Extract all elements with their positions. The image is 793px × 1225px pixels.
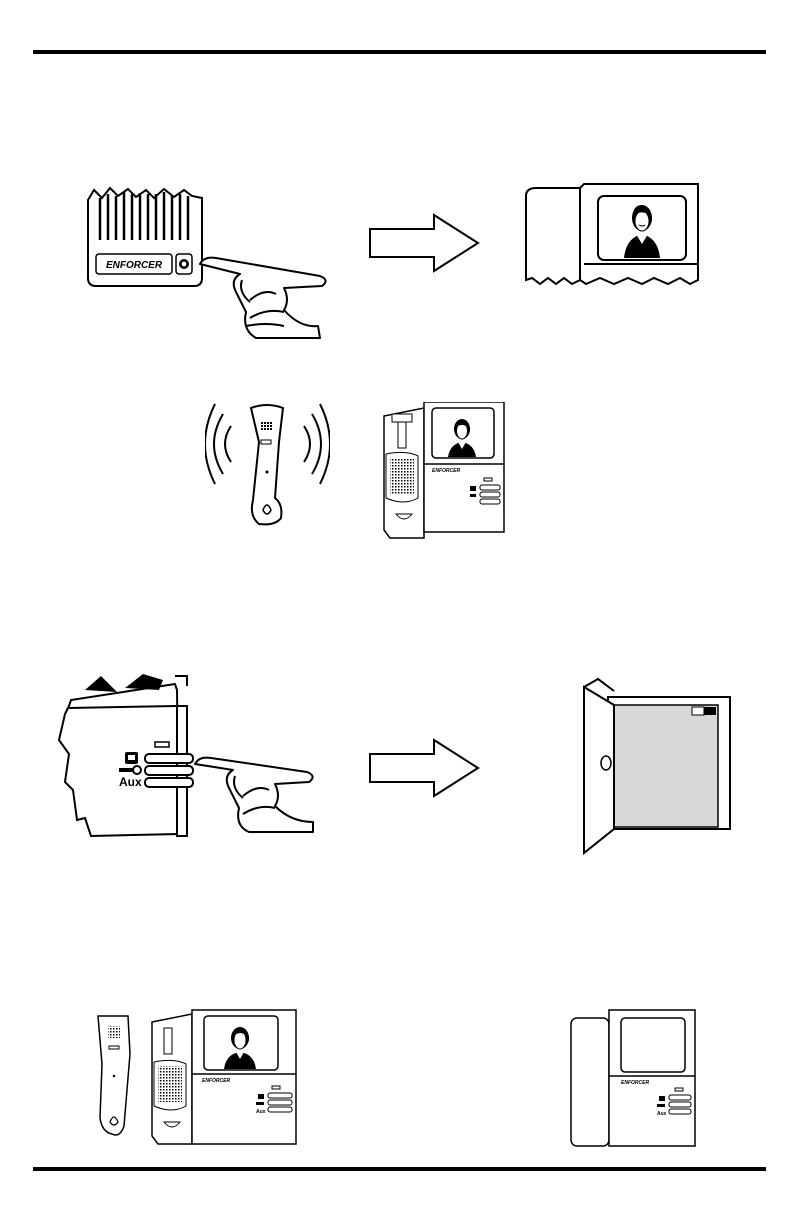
handset-icon	[125, 752, 138, 764]
right-arrow-icon	[368, 738, 480, 798]
talk-button[interactable]	[268, 1093, 292, 1098]
key-icon	[256, 1102, 264, 1105]
aux-label: Aux	[657, 1111, 667, 1117]
bottom-rule	[33, 1167, 766, 1171]
ringing-handset-icon	[205, 400, 330, 535]
talk-button[interactable]	[145, 754, 193, 763]
aux-label: Aux	[119, 775, 142, 789]
handset-icon	[258, 1094, 264, 1099]
unlock-button[interactable]	[669, 1102, 691, 1107]
panel-logo-text: ENFORCER	[106, 260, 163, 271]
handset-off-hook	[92, 1010, 142, 1140]
monitor-visitor-view	[520, 180, 710, 290]
right-arrow-icon	[368, 213, 480, 273]
talk-button[interactable]	[669, 1095, 691, 1100]
monitor-standby: ENFORCER Aux	[565, 1008, 700, 1148]
aux-button[interactable]	[480, 499, 500, 504]
pointing-hand-icon	[200, 258, 326, 338]
unlock-button[interactable]	[268, 1100, 292, 1105]
aux-button[interactable]	[145, 778, 193, 787]
top-rule	[33, 50, 766, 54]
talk-button[interactable]	[480, 485, 500, 490]
handset-icon	[659, 1096, 665, 1101]
monitor-logo-text: ENFORCER	[202, 1078, 230, 1084]
outdoor-panel-press-call: ENFORCER	[70, 180, 370, 340]
monitor-active-view: ENFORCER Aux	[148, 1008, 300, 1148]
monitor-logo-text: ENFORCER	[621, 1080, 649, 1086]
blank-screen	[621, 1018, 685, 1072]
aux-label: Aux	[256, 1109, 266, 1115]
aux-button[interactable]	[268, 1107, 292, 1112]
monitor-press-unlock: Aux	[55, 670, 335, 840]
monitor-logo-text: ENFORCER	[432, 468, 460, 474]
unlock-button[interactable]	[145, 766, 193, 775]
key-icon	[470, 494, 476, 497]
handset-icon	[470, 486, 476, 491]
pointing-hand-icon	[195, 758, 313, 832]
open-door-icon	[580, 675, 740, 860]
aux-button[interactable]	[669, 1109, 691, 1114]
unlock-button[interactable]	[480, 492, 500, 497]
key-icon	[657, 1104, 665, 1107]
bell-icon[interactable]	[176, 254, 192, 274]
monitor-with-handset-docked: ENFORCER	[380, 402, 510, 542]
